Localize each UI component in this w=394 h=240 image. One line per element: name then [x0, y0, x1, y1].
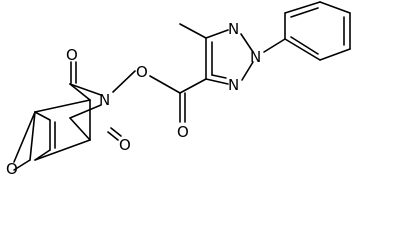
- triazole-ring-bonds: [179, 23, 286, 85]
- bond-c-carbonyl-upper-to-n: [69, 83, 102, 96]
- atom-n-triazole-3: N: [228, 76, 239, 94]
- bond-n-to-c-carbonyl-lower: [69, 104, 102, 119]
- bond-n2-to-phenyl: [263, 38, 286, 53]
- bond-c-top-to-bridgehead-upper: [34, 99, 91, 113]
- bond-ph-2: [284, 1, 321, 14]
- bond-c5-to-methyl: [179, 23, 207, 39]
- bond-carbonyl-lower-b: [110, 127, 122, 137]
- bond-n3-c4-double: [211, 74, 227, 79]
- bond-ph-inner-1: [290, 7, 319, 18]
- atom-labels: O O N O O O N N N: [6, 20, 261, 178]
- bond-o-bridge-to-bridgehead-lower: [13, 159, 31, 171]
- atom-n-triazole-1: N: [228, 20, 239, 38]
- atom-n-imide: N: [99, 91, 110, 109]
- bond-carbonyl-lower-a: [107, 131, 119, 141]
- atom-o-bridge: O: [6, 160, 18, 178]
- molecule-canvas: O O N O O O N N N: [6, 1, 351, 178]
- bond-n1-to-n2: [240, 33, 254, 53]
- bond-c5-to-n1: [205, 29, 229, 39]
- bicyclic-imide-bonds: [13, 61, 122, 171]
- bond-bridgehead-upper-to-bridgehead-lower: [29, 111, 36, 161]
- bond-ph-inner-3: [290, 36, 319, 55]
- bond-ph-3: [319, 1, 351, 14]
- atom-o-upper-carbonyl: O: [66, 46, 78, 64]
- bond-ph-5: [319, 48, 351, 61]
- atom-n-triazole-2: N: [250, 48, 261, 66]
- bond-bridgehead-upper-to-o-bridge: [13, 111, 36, 163]
- bond-c-carbonyl-to-triazole: [179, 78, 207, 94]
- bond-alkene-to-bridgehead-lower: [34, 149, 51, 161]
- atom-o-ester-link: O: [136, 63, 148, 81]
- bond-c-carbonyl-lower-to-c-bottom: [69, 117, 91, 141]
- atom-o-ester-carbonyl: O: [177, 123, 189, 141]
- atom-o-lower-carbonyl: O: [119, 136, 131, 154]
- bond-c-top-to-c-carbonyl-upper: [69, 83, 91, 101]
- bond-bridgehead-upper-to-alkene: [34, 111, 51, 121]
- bond-c-bottom-to-bridgehead-lower: [34, 139, 91, 161]
- bond-o-ester-to-c-carbonyl: [149, 75, 181, 94]
- phenyl-ring-bonds: [284, 1, 351, 61]
- bond-n2-to-n3: [241, 61, 254, 81]
- bond-n3-to-c4: [205, 78, 229, 85]
- bond-n-to-o-ester: [112, 70, 136, 93]
- ester-linker-bonds: [112, 70, 207, 123]
- bond-ph-6: [284, 38, 321, 61]
- molecule-structure: O O N O O O N N N: [6, 1, 351, 178]
